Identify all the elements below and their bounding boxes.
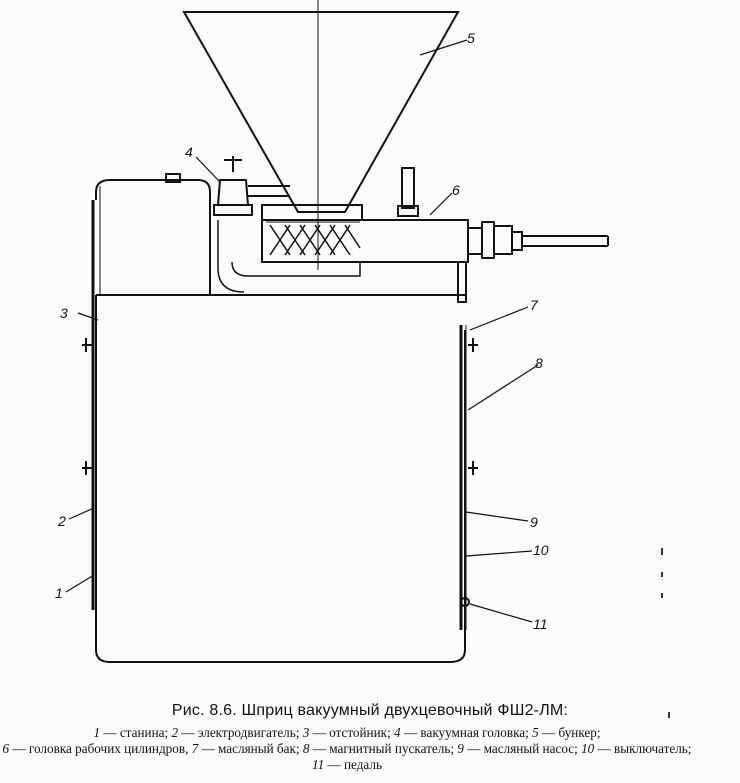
legend-item-11: 11 — педаль	[311, 757, 382, 772]
scan-speck	[661, 593, 663, 598]
label-5: 5	[467, 30, 475, 46]
hopper	[182, 11, 460, 213]
label-1: 1	[55, 585, 63, 601]
door-latches	[82, 338, 478, 607]
legend-item-4: 4 — вакуумная головка;	[394, 725, 529, 740]
legend-item-6: 6 — головка рабочих цилиндров,	[2, 741, 189, 756]
legend-item-7: 7 — масляный бак;	[191, 741, 300, 756]
label-2: 2	[57, 513, 66, 529]
label-3: 3	[60, 305, 68, 321]
output-nozzle	[467, 221, 609, 259]
settler-housing	[95, 179, 211, 295]
scan-speck	[668, 712, 670, 718]
label-10: 10	[533, 542, 549, 558]
cylinder-head	[217, 167, 469, 303]
legend-item-2: 2 — электродвигатель;	[171, 725, 300, 740]
leader-lines	[65, 39, 539, 623]
scan-speck	[661, 572, 663, 577]
figure-legend: 1 — станина; 2 — электродвигатель; 3 — о…	[2, 725, 692, 773]
vacuum-head	[213, 156, 290, 216]
label-11: 11	[533, 616, 548, 632]
label-4: 4	[185, 144, 193, 160]
legend-item-5: 5 — бункер;	[532, 725, 601, 740]
legend-item-9: 9 — масляный насос;	[457, 741, 578, 756]
figure-caption: Рис. 8.6. Шприц вакуумный двухцевочный Ф…	[171, 702, 569, 719]
frame-stand	[91, 200, 467, 663]
scan-speck	[661, 548, 663, 555]
label-8: 8	[535, 355, 543, 371]
label-9: 9	[530, 514, 538, 530]
legend-item-8: 8 — магнитный пускатель;	[302, 741, 454, 756]
label-6: 6	[452, 182, 460, 198]
legend-item-3: 3 — отстойник;	[302, 725, 391, 740]
legend-item-1: 1 — станина;	[93, 725, 169, 740]
label-7: 7	[530, 297, 539, 313]
legend-item-10: 10 — выключатель;	[581, 741, 692, 756]
machine-drawing: 3 2 1 4 5 6 7 8 9 10 11	[55, 0, 609, 663]
